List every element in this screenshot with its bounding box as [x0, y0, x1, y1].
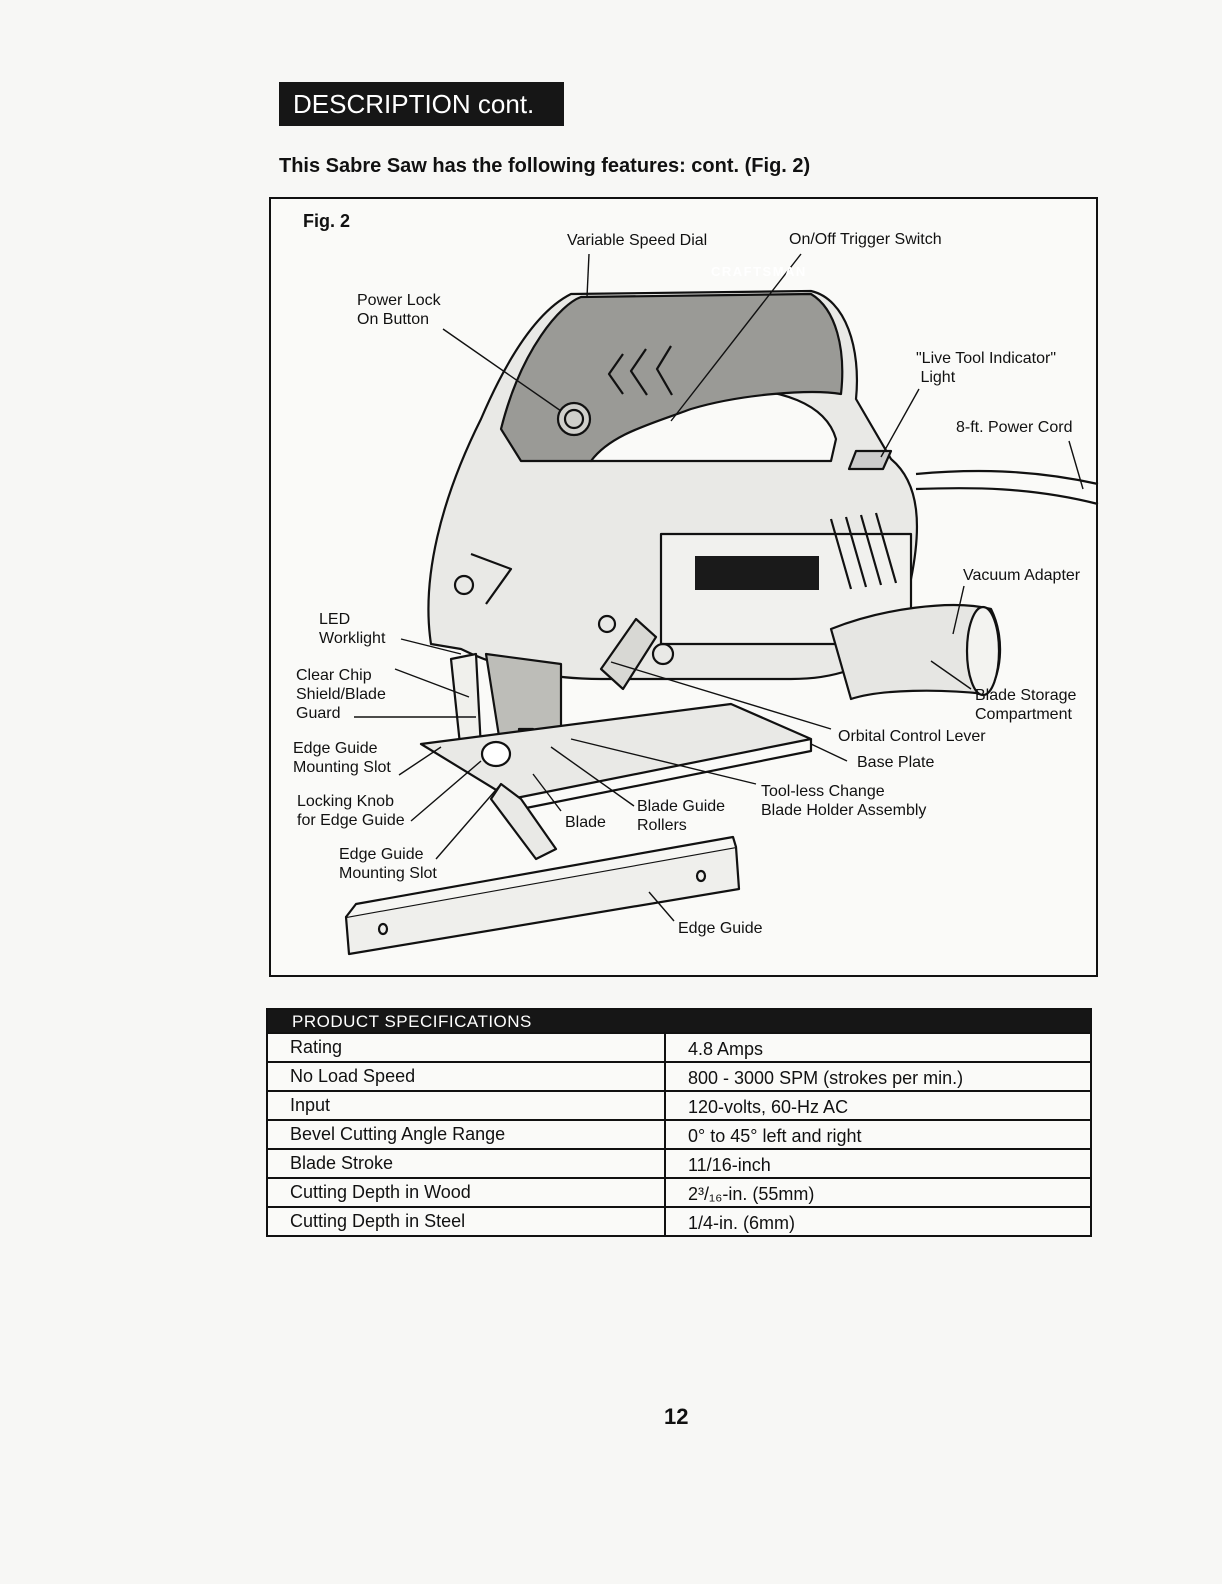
callout-base-plate: Base Plate — [857, 754, 935, 771]
table-row: Cutting Depth in Wood 2³/₁₆-in. (55mm) — [268, 1177, 1090, 1206]
callout-orbital-lever: Orbital Control Lever — [838, 728, 986, 745]
spec-label: No Load Speed — [268, 1063, 666, 1090]
callout-blade-storage: Blade Storage Compartment — [975, 687, 1077, 723]
spec-value: 4.8 Amps — [688, 1039, 764, 1059]
section-header: DESCRIPTION cont. — [279, 82, 564, 126]
callout-chip-shield: Clear Chip Shield/Blade Guard — [296, 667, 386, 722]
callout-blade: Blade — [565, 814, 606, 831]
spec-label: Input — [268, 1092, 666, 1119]
spec-value: 11/16-inch — [688, 1155, 771, 1175]
table-row: Input 120-volts, 60-Hz AC — [268, 1090, 1090, 1119]
callout-trigger-switch: On/Off Trigger Switch — [789, 231, 942, 248]
figure-2-panel: Fig. 2 CRAFTSMAN Variable Speed Dial On/… — [269, 197, 1099, 977]
table-row: Blade Stroke 11/16-inch — [268, 1148, 1090, 1177]
product-specifications-table: PRODUCT SPECIFICATIONS Rating 4.8 Amps N… — [266, 1008, 1092, 1237]
spec-label: Rating — [268, 1034, 666, 1061]
spec-label: Cutting Depth in Wood — [268, 1179, 666, 1206]
table-row: No Load Speed 800 - 3000 SPM (strokes pe… — [268, 1061, 1090, 1090]
callout-edge-guide: Edge Guide — [678, 920, 763, 937]
figure-label: Fig. 2 — [303, 211, 351, 231]
callout-power-lock: Power Lock On Button — [357, 292, 441, 328]
callout-edge-guide-slot-upper: Edge Guide Mounting Slot — [293, 740, 391, 776]
spec-label: Blade Stroke — [268, 1150, 666, 1177]
table-row: Rating 4.8 Amps — [268, 1032, 1090, 1061]
table-row: Bevel Cutting Angle Range 0° to 45° left… — [268, 1119, 1090, 1148]
spec-label: Bevel Cutting Angle Range — [268, 1121, 666, 1148]
callout-live-tool-light: "Live Tool Indicator" Light — [916, 350, 1057, 386]
callout-blade-rollers: Blade Guide Rollers — [637, 798, 726, 834]
callout-edge-guide-slot-lower: Edge Guide Mounting Slot — [339, 846, 437, 882]
spec-value: 120-volts, 60-Hz AC — [688, 1097, 849, 1117]
callout-locking-knob: Locking Knob for Edge Guide — [297, 793, 405, 829]
spec-value: 0° to 45° left and right — [688, 1126, 862, 1146]
specs-table-title: PRODUCT SPECIFICATIONS — [268, 1010, 1090, 1032]
spec-label: Cutting Depth in Steel — [268, 1208, 666, 1235]
spec-value: 1/4-in. (6mm) — [688, 1213, 796, 1233]
callout-vacuum-adapter: Vacuum Adapter — [963, 567, 1081, 584]
sabre-saw-illustration — [344, 253, 1099, 956]
craftsman-logo: CRAFTSMAN — [711, 264, 807, 279]
features-subtitle: This Sabre Saw has the following feature… — [279, 155, 811, 177]
callout-variable-speed-dial: Variable Speed Dial — [567, 232, 708, 249]
page-number: 12 — [664, 1404, 689, 1429]
table-row: Cutting Depth in Steel 1/4-in. (6mm) — [268, 1206, 1090, 1235]
callout-power-cord: 8-ft. Power Cord — [956, 419, 1073, 436]
spec-value: 800 - 3000 SPM (strokes per min.) — [688, 1068, 964, 1088]
spec-value: 2³/₁₆-in. (55mm) — [688, 1184, 815, 1204]
callout-led-worklight: LED Worklight — [319, 611, 386, 647]
callout-blade-holder: Tool-less Change Blade Holder Assembly — [761, 783, 927, 819]
